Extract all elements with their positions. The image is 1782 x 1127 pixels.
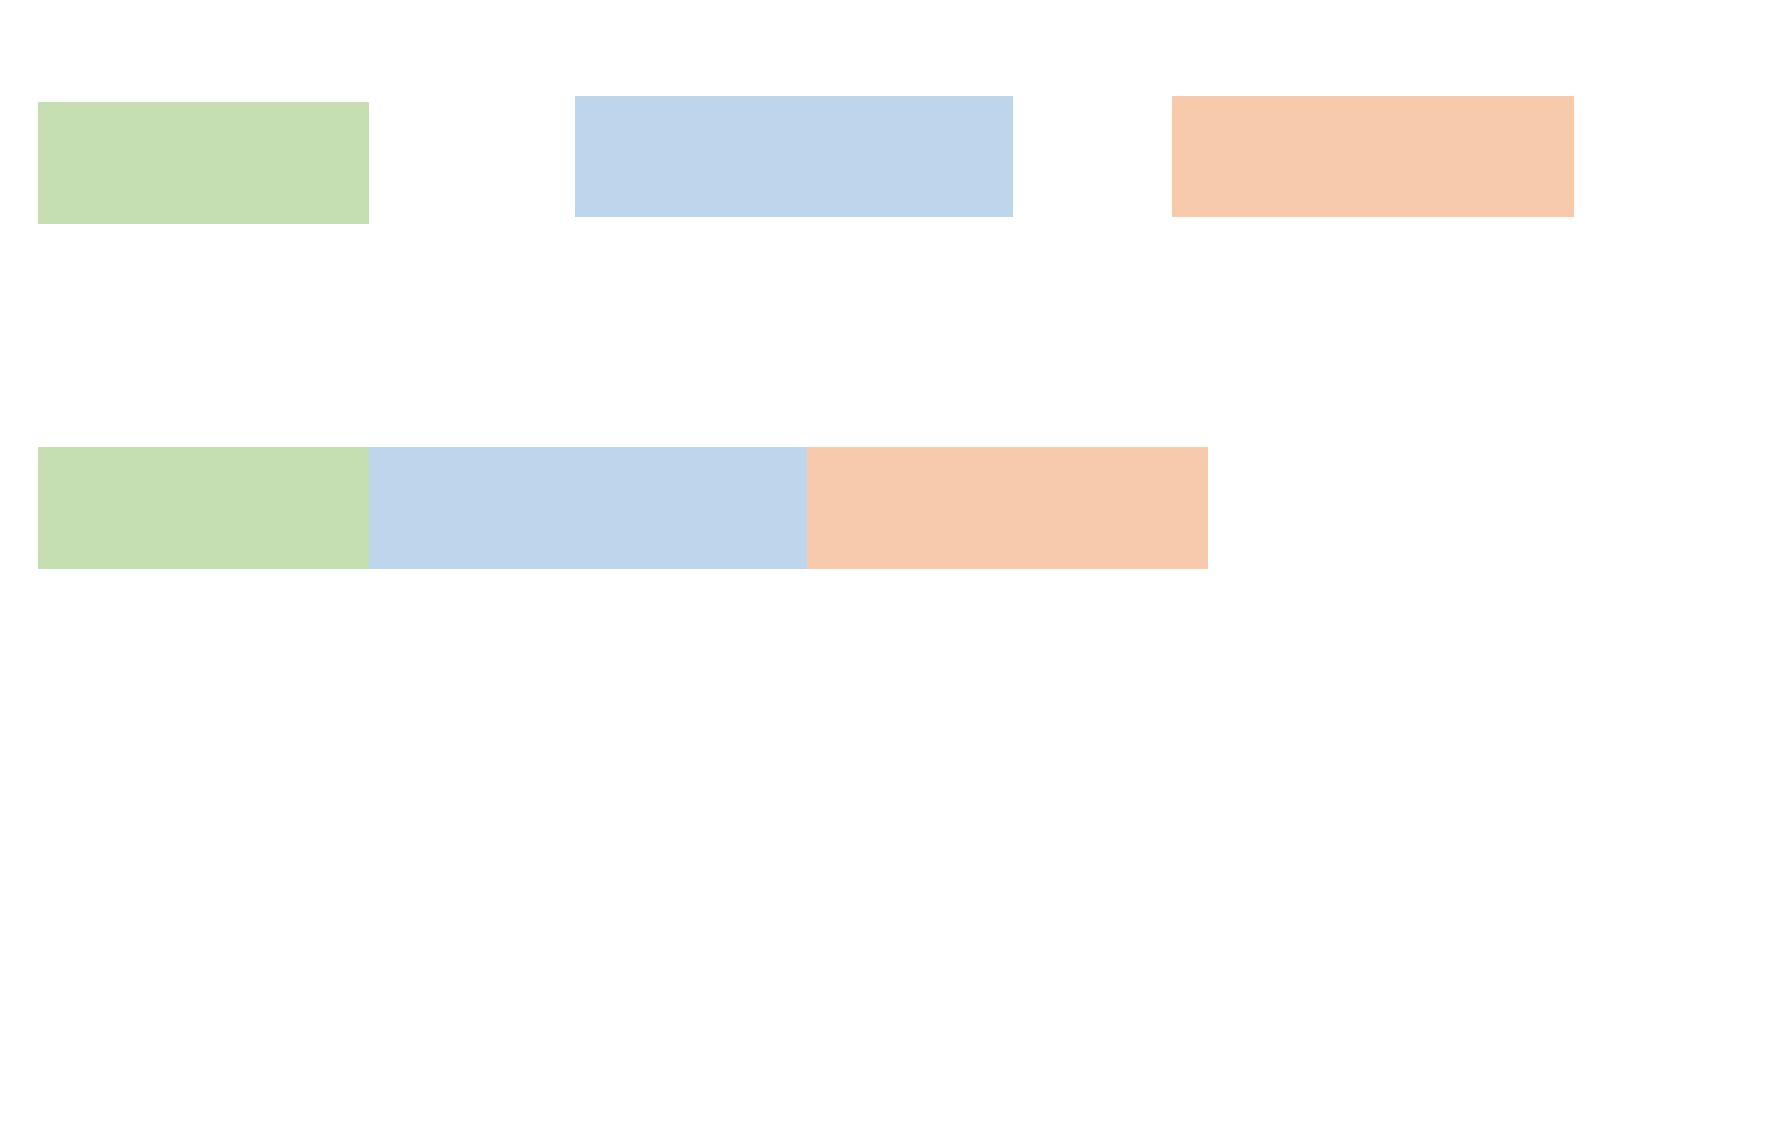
blue-block — [575, 96, 1013, 217]
separate-blocks-row — [38, 96, 1574, 224]
joined-blocks-bar — [38, 447, 1208, 569]
orange-segment — [807, 447, 1208, 569]
blue-segment — [369, 447, 807, 569]
green-segment — [38, 447, 369, 569]
green-block — [38, 102, 369, 224]
orange-block — [1172, 96, 1574, 217]
